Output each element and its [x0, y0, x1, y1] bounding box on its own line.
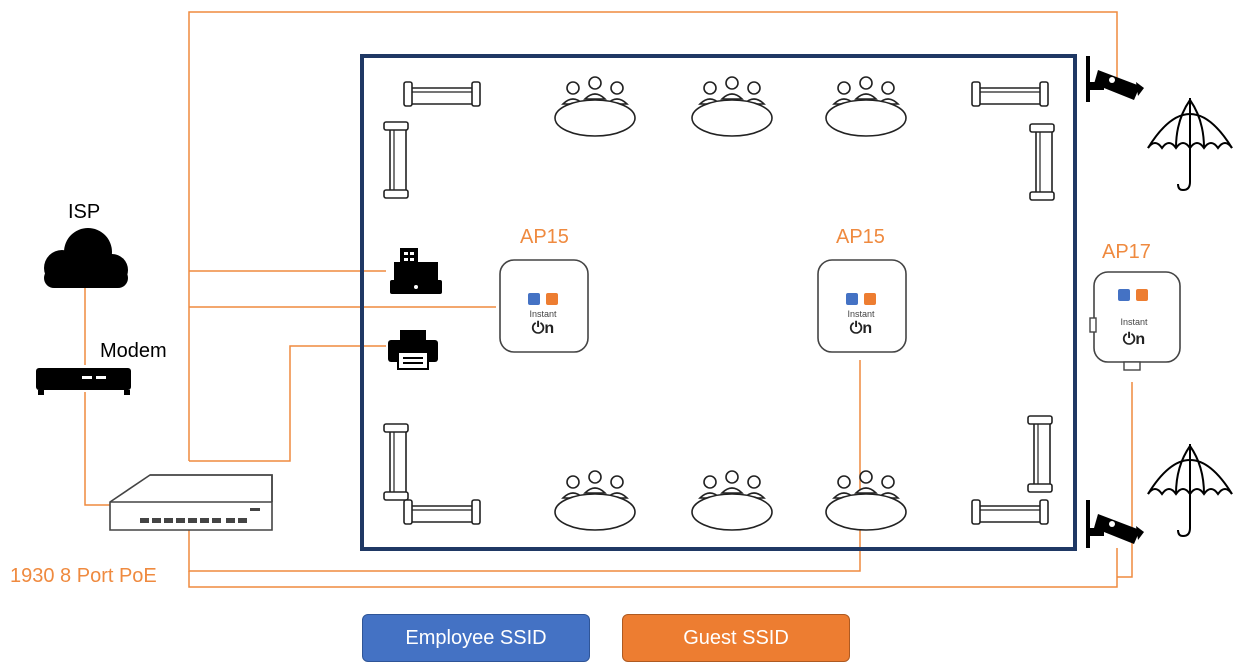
meeting-table-icon	[554, 470, 636, 531]
ap-brand-text: Instant	[847, 309, 875, 319]
meeting-table-icon	[825, 470, 907, 531]
ap-logo-text: ⏻n	[850, 320, 872, 337]
switch-label: 1930 8 Port PoE	[10, 565, 157, 587]
legend-employee-label: Employee SSID	[405, 626, 547, 649]
ap-mid-label: AP15	[836, 226, 885, 248]
meeting-table-icon	[554, 76, 636, 137]
cable-ap-outdoor	[1117, 382, 1133, 578]
legend-guest-label: Guest SSID	[683, 626, 789, 649]
sofa-icon	[1027, 415, 1053, 493]
access-point-ap17-outdoor: Instant ⏻n	[1089, 271, 1181, 371]
sofa-icon	[1029, 123, 1055, 201]
cable-modem-switch	[84, 392, 115, 506]
modem-label: Modem	[100, 340, 167, 362]
cable-camera-bottom	[188, 548, 1118, 588]
cable-ap-mid	[188, 360, 861, 572]
cloud-icon	[44, 228, 128, 288]
sofa-icon	[971, 499, 1049, 525]
security-camera-icon	[1086, 500, 1144, 548]
sofa-icon	[971, 81, 1049, 107]
isp-label: ISP	[68, 201, 100, 223]
access-point-ap15-left: Instant ⏻n	[499, 259, 589, 353]
security-camera-icon	[1086, 56, 1144, 102]
legend-guest-ssid: Guest SSID	[622, 614, 850, 662]
sofa-icon	[403, 81, 481, 107]
ap-brand-text: Instant	[529, 309, 557, 319]
cable-printer	[189, 345, 386, 462]
ap-outdoor-label: AP17	[1102, 241, 1151, 263]
ap-logo-text: ⏻n	[1123, 331, 1145, 348]
printer-icon	[388, 330, 438, 370]
ap-brand-text: Instant	[1120, 317, 1148, 327]
meeting-table-icon	[691, 76, 773, 137]
switch-icon	[109, 474, 273, 531]
umbrella-icon	[1147, 444, 1233, 538]
cash-register-icon	[390, 248, 442, 294]
sofa-icon	[383, 121, 409, 199]
ap-logo-text: ⏻n	[532, 320, 554, 337]
meeting-table-icon	[825, 76, 907, 137]
cable-camera-top	[188, 11, 1118, 461]
modem-icon	[36, 368, 131, 395]
building-floor-outline	[360, 54, 1077, 551]
cabling	[84, 11, 1133, 588]
legend-employee-ssid: Employee SSID	[362, 614, 590, 662]
meeting-table-icon	[691, 470, 773, 531]
umbrella-icon	[1147, 98, 1233, 192]
sofa-icon	[403, 499, 481, 525]
access-point-ap15-middle: Instant ⏻n	[817, 259, 907, 353]
sofa-icon	[383, 423, 409, 501]
ap-left-label: AP15	[520, 226, 569, 248]
